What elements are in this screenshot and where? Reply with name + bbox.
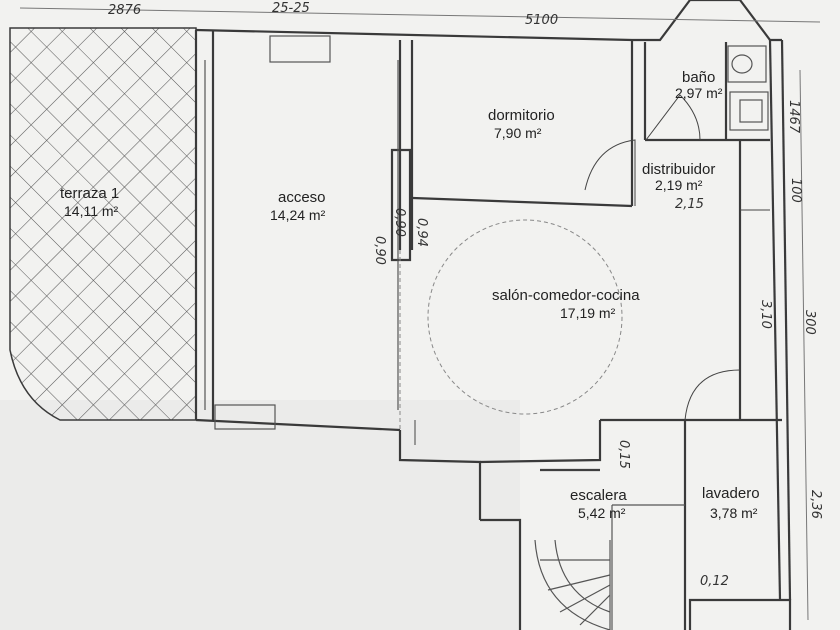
dimension-lines xyxy=(19,7,821,621)
terrace-area: 14,11 m² xyxy=(64,203,119,219)
bano-name: baño xyxy=(682,69,715,86)
bano-area: 2,97 m² xyxy=(675,85,723,101)
dim-right-4: 2,36 xyxy=(808,490,823,519)
dormitorio-name: dormitorio xyxy=(488,107,555,124)
spiral-stair xyxy=(534,539,611,630)
dim-top-right: 5100 xyxy=(525,13,558,28)
shadow-area xyxy=(0,400,520,630)
interior-walls xyxy=(390,40,782,630)
salon-name: salón-comedor-cocina xyxy=(492,287,640,304)
dim-esc-note: 0,15 xyxy=(616,440,631,469)
dim-salon-side: 3,10 xyxy=(758,300,773,329)
terrace-name: terraza 1 xyxy=(60,185,119,202)
distribuidor-name: distribuidor xyxy=(642,161,715,178)
dim-top-mid: 25-25 xyxy=(272,1,310,16)
doors xyxy=(414,94,770,471)
lavadero-name: lavadero xyxy=(702,485,760,502)
window-markings xyxy=(204,35,401,430)
acceso-name: acceso xyxy=(278,189,326,206)
bathroom-fixtures xyxy=(727,45,769,131)
dim-wall-b: 0,90 xyxy=(392,208,407,237)
acceso-area: 14,24 m² xyxy=(270,207,326,223)
dim-dist-note: 2,15 xyxy=(675,197,704,212)
lavadero-area: 3,78 m² xyxy=(710,505,758,521)
dim-right-2: 100 xyxy=(788,178,803,203)
dim-right-1: 1467 xyxy=(786,100,801,134)
dim-lav-note: 0,12 xyxy=(700,574,729,589)
dim-top-left: 2876 xyxy=(108,3,141,18)
salon-area: 17,19 m² xyxy=(560,305,616,321)
dim-wall-c: 0,94 xyxy=(414,218,429,247)
dormitorio-area: 7,90 m² xyxy=(494,125,542,141)
dim-right-3: 300 xyxy=(802,310,817,335)
salon-circle xyxy=(427,219,623,415)
terrace-hatch xyxy=(9,27,197,421)
outer-walls xyxy=(194,0,792,630)
escalera-name: escalera xyxy=(570,487,627,504)
escalera-area: 5,42 m² xyxy=(578,505,626,521)
distribuidor-area: 2,19 m² xyxy=(655,177,703,193)
dim-wall-a: 0,90 xyxy=(372,236,387,265)
